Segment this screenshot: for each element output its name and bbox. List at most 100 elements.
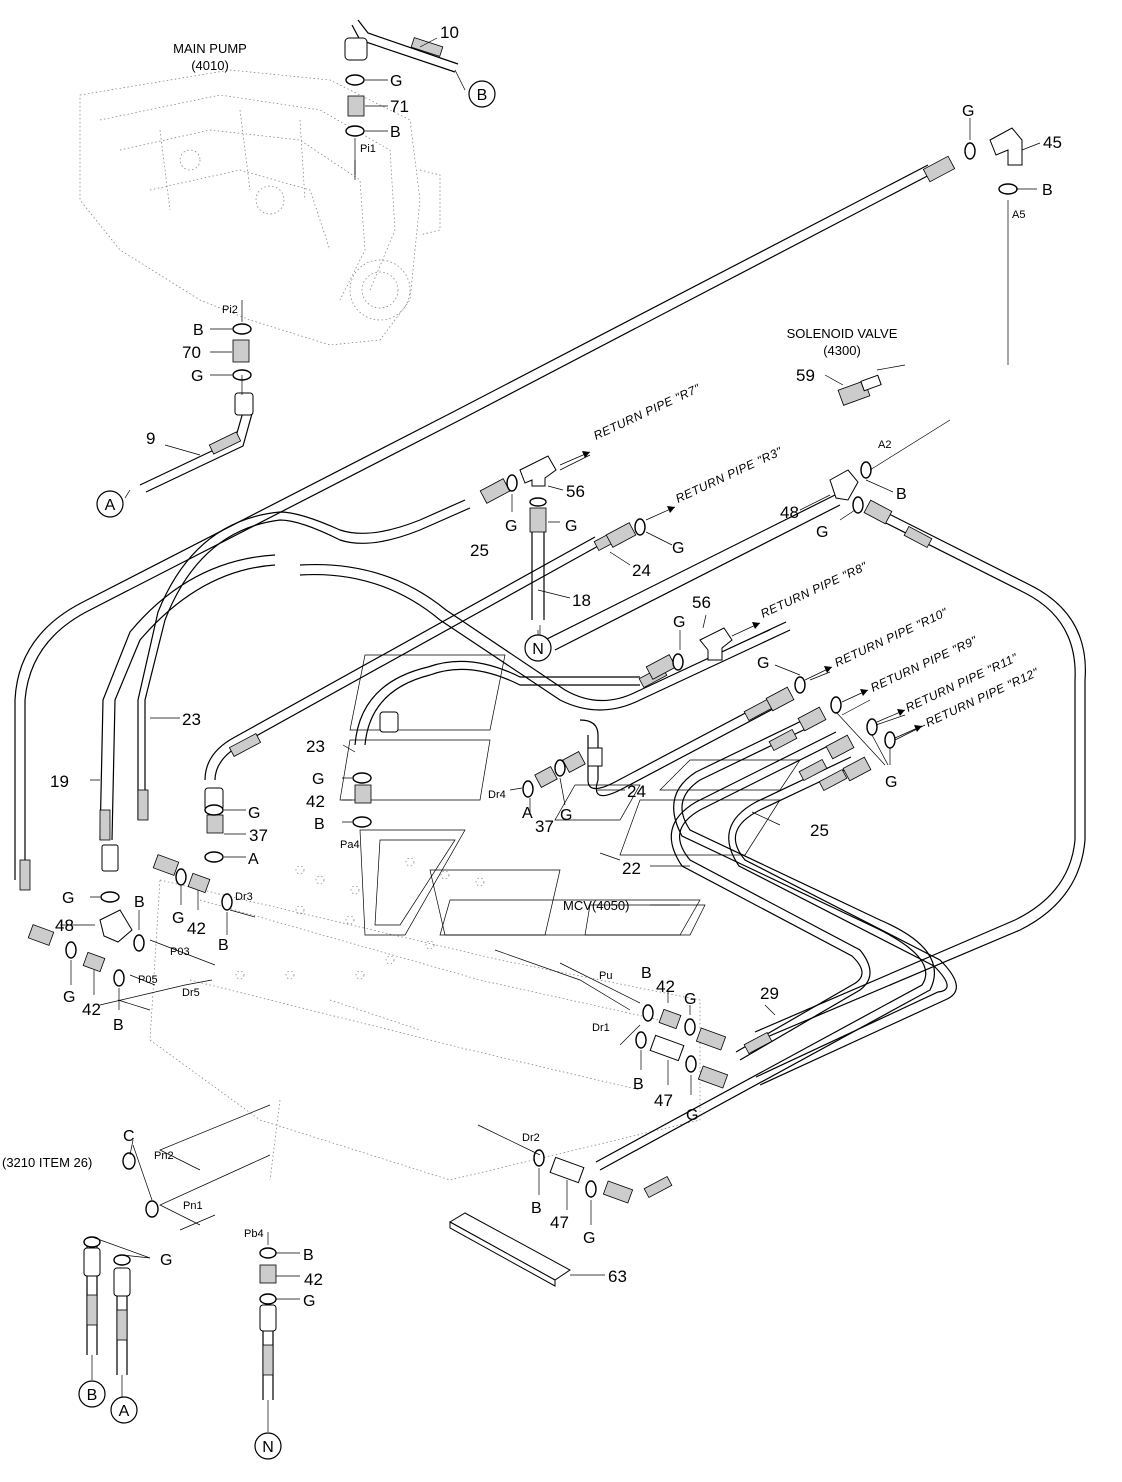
seal-c: C	[123, 1128, 135, 1145]
part-59: 59	[796, 366, 815, 385]
seal-b: B	[641, 965, 652, 982]
part-70: 70	[182, 343, 201, 362]
port-dr4: Dr4	[488, 789, 506, 801]
part-37-middle: 37	[535, 817, 554, 836]
port-pu: Pu	[599, 970, 612, 982]
callout-n-bottom: N	[262, 1439, 274, 1456]
port-dr2: Dr2	[522, 1132, 540, 1144]
part-48-right: 48	[780, 503, 799, 522]
main-pump-label: MAIN PUMP	[173, 41, 247, 56]
solenoid-valve-code: (4300)	[823, 343, 861, 358]
seal-b: B	[314, 816, 325, 833]
part-25-lower: 25	[810, 821, 829, 840]
part-71: 71	[390, 97, 409, 116]
seal-g: G	[565, 518, 577, 535]
port-pn1: Pn1	[183, 1200, 203, 1212]
part-42-right: 42	[656, 977, 675, 996]
mcv-outline	[149, 857, 701, 1181]
seal-b: B	[134, 894, 145, 911]
seal-a: A	[522, 805, 533, 822]
o-rings	[65, 74, 1018, 1305]
callout-b-top: B	[477, 87, 488, 104]
callout-a-top: A	[105, 497, 116, 514]
callout-circles	[78, 80, 552, 1460]
port-pi2: Pi2	[222, 304, 238, 316]
part-42-left-lower: 42	[82, 1000, 101, 1019]
part-63: 63	[608, 1267, 627, 1286]
part-10: 10	[440, 23, 459, 42]
part-47-bottom: 47	[550, 1213, 569, 1232]
part-18: 18	[572, 591, 591, 610]
seal-g: G	[686, 1107, 698, 1124]
seal-g: G	[160, 1252, 172, 1269]
main-pump-code: (4010)	[191, 58, 229, 73]
seal-g: G	[673, 614, 685, 631]
seal-g: G	[583, 1230, 595, 1247]
seal-b: B	[633, 1076, 644, 1093]
part-24-upper: 24	[632, 561, 651, 580]
seal-b: B	[390, 124, 401, 141]
seal-g: G	[312, 771, 324, 788]
callout-b-bottom: B	[87, 1387, 98, 1404]
port-a5: A5	[1012, 209, 1025, 221]
seal-b: B	[113, 1017, 124, 1034]
seal-b: B	[303, 1247, 314, 1264]
callout-n-mid: N	[532, 641, 544, 658]
seal-g: G	[560, 807, 572, 824]
return-r7-label: RETURN PIPE "R7"	[591, 381, 702, 443]
port-pi1: Pi1	[360, 143, 376, 155]
part-47-right: 47	[654, 1091, 673, 1110]
port-p03: P03	[170, 946, 190, 958]
seal-b: B	[1042, 182, 1053, 199]
part-9: 9	[146, 429, 155, 448]
port-dr5: Dr5	[182, 987, 200, 999]
callout-a-bottom: A	[119, 1403, 130, 1420]
port-pb4: Pb4	[244, 1228, 264, 1240]
part-23-middle: 23	[306, 737, 325, 756]
seal-g: G	[248, 805, 260, 822]
seal-g: G	[390, 73, 402, 90]
part-37-left: 37	[249, 826, 268, 845]
seal-g: G	[672, 540, 684, 557]
seal-g: G	[757, 655, 769, 672]
mcv-label: MCV(4050)	[563, 898, 629, 913]
port-a2: A2	[878, 439, 891, 451]
ref-3210-label: (3210 ITEM 26)	[2, 1155, 92, 1170]
port-p05: P05	[138, 974, 158, 986]
seal-g: G	[63, 989, 75, 1006]
part-42-left-upper: 42	[187, 919, 206, 938]
seal-g: G	[303, 1293, 315, 1310]
seal-g: G	[62, 890, 74, 907]
part-45: 45	[1043, 133, 1062, 152]
part-22: 22	[622, 859, 641, 878]
part-25-upper: 25	[470, 541, 489, 560]
part-42-bottom: 42	[304, 1270, 323, 1289]
part-24-lower: 24	[627, 782, 646, 801]
part-56-upper: 56	[566, 482, 585, 501]
seal-g: G	[816, 524, 828, 541]
return-arrows	[559, 451, 923, 739]
hose-routing	[14, 19, 1086, 1400]
seal-b: B	[896, 486, 907, 503]
part-56-lower: 56	[692, 593, 711, 612]
seal-g: G	[684, 991, 696, 1008]
port-pn2: Pn2	[154, 1150, 174, 1162]
seal-a: A	[248, 851, 259, 868]
seal-g: G	[962, 103, 974, 120]
return-r8-label: RETURN PIPE "R8"	[758, 559, 869, 621]
seal-g: G	[191, 368, 203, 385]
seal-b: B	[218, 937, 229, 954]
solenoid-valve-label: SOLENOID VALVE	[787, 326, 898, 341]
part-48-left: 48	[55, 916, 74, 935]
port-dr1: Dr1	[592, 1022, 610, 1034]
seal-b: B	[531, 1200, 542, 1217]
main-pump-outline	[79, 69, 441, 346]
port-dr3: Dr3	[235, 891, 253, 903]
seal-g: G	[505, 518, 517, 535]
text-labels: MAIN PUMP (4010) SOLENOID VALVE (4300) M…	[2, 23, 1062, 1456]
port-pa4: Pa4	[340, 839, 360, 851]
seal-g: G	[885, 774, 897, 791]
part-42-middle: 42	[306, 792, 325, 811]
hose-braids	[19, 37, 933, 1376]
